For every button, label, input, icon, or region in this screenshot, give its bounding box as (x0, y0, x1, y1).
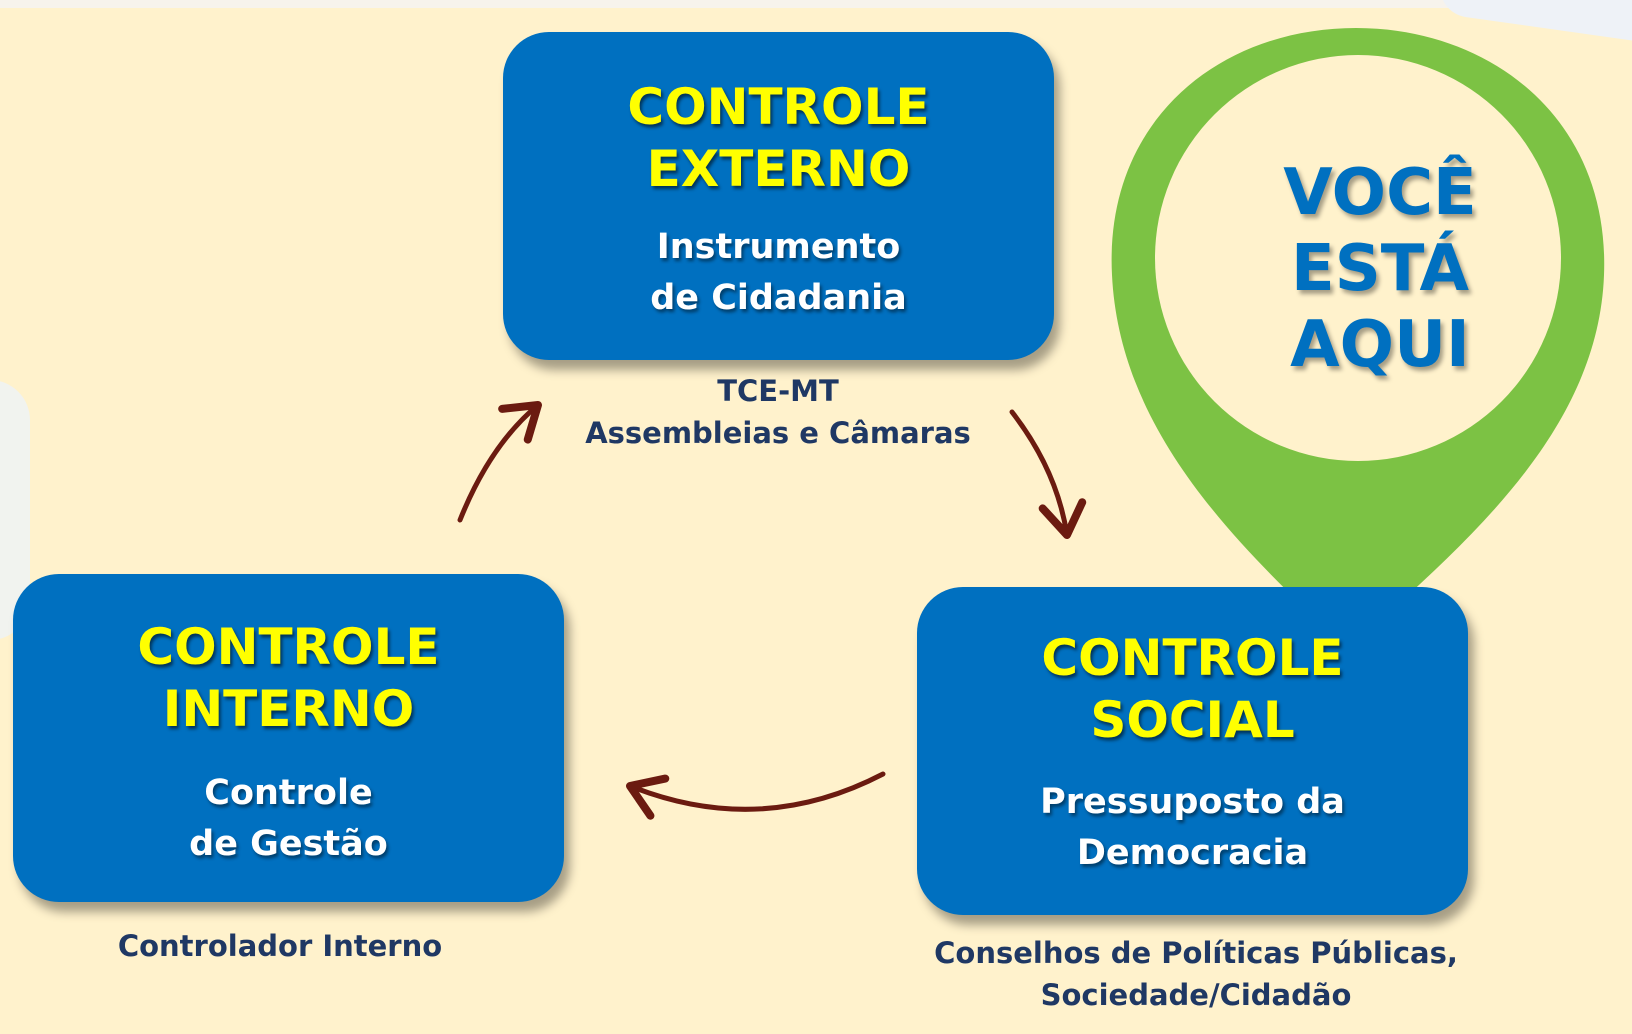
internal-control-title: CONTROLE INTERNO (137, 618, 440, 738)
arrow-social-to-internal (626, 771, 886, 820)
social-control-title: CONTROLE SOCIAL (1041, 629, 1344, 749)
arrow-external-to-social (1009, 409, 1087, 539)
external-control-title: CONTROLE EXTERNO (627, 78, 930, 198)
internal-control-box: CONTROLE INTERNO Controle de Gestão (13, 574, 564, 902)
arrow-internal-to-external (457, 401, 542, 523)
external-control-box: CONTROLE EXTERNO Instrumento de Cidadani… (503, 32, 1054, 360)
internal-control-note: Controlador Interno (117, 929, 443, 963)
external-control-note: TCE-MT Assembleias e Câmaras (585, 374, 971, 450)
pin-inner-circle (1155, 55, 1561, 461)
social-control-box: CONTROLE SOCIAL Pressuposto da Democraci… (917, 587, 1468, 915)
social-control-subtitle: Pressuposto da Democracia (1040, 782, 1345, 873)
internal-control-subtitle: Controle de Gestão (189, 773, 388, 864)
social-control-note: Conselhos de Políticas Públicas, Socieda… (934, 936, 1458, 1012)
external-control-subtitle: Instrumento de Cidadania (650, 227, 907, 318)
you-are-here-label: VOCÊ ESTÁ AQUI (1283, 156, 1477, 382)
